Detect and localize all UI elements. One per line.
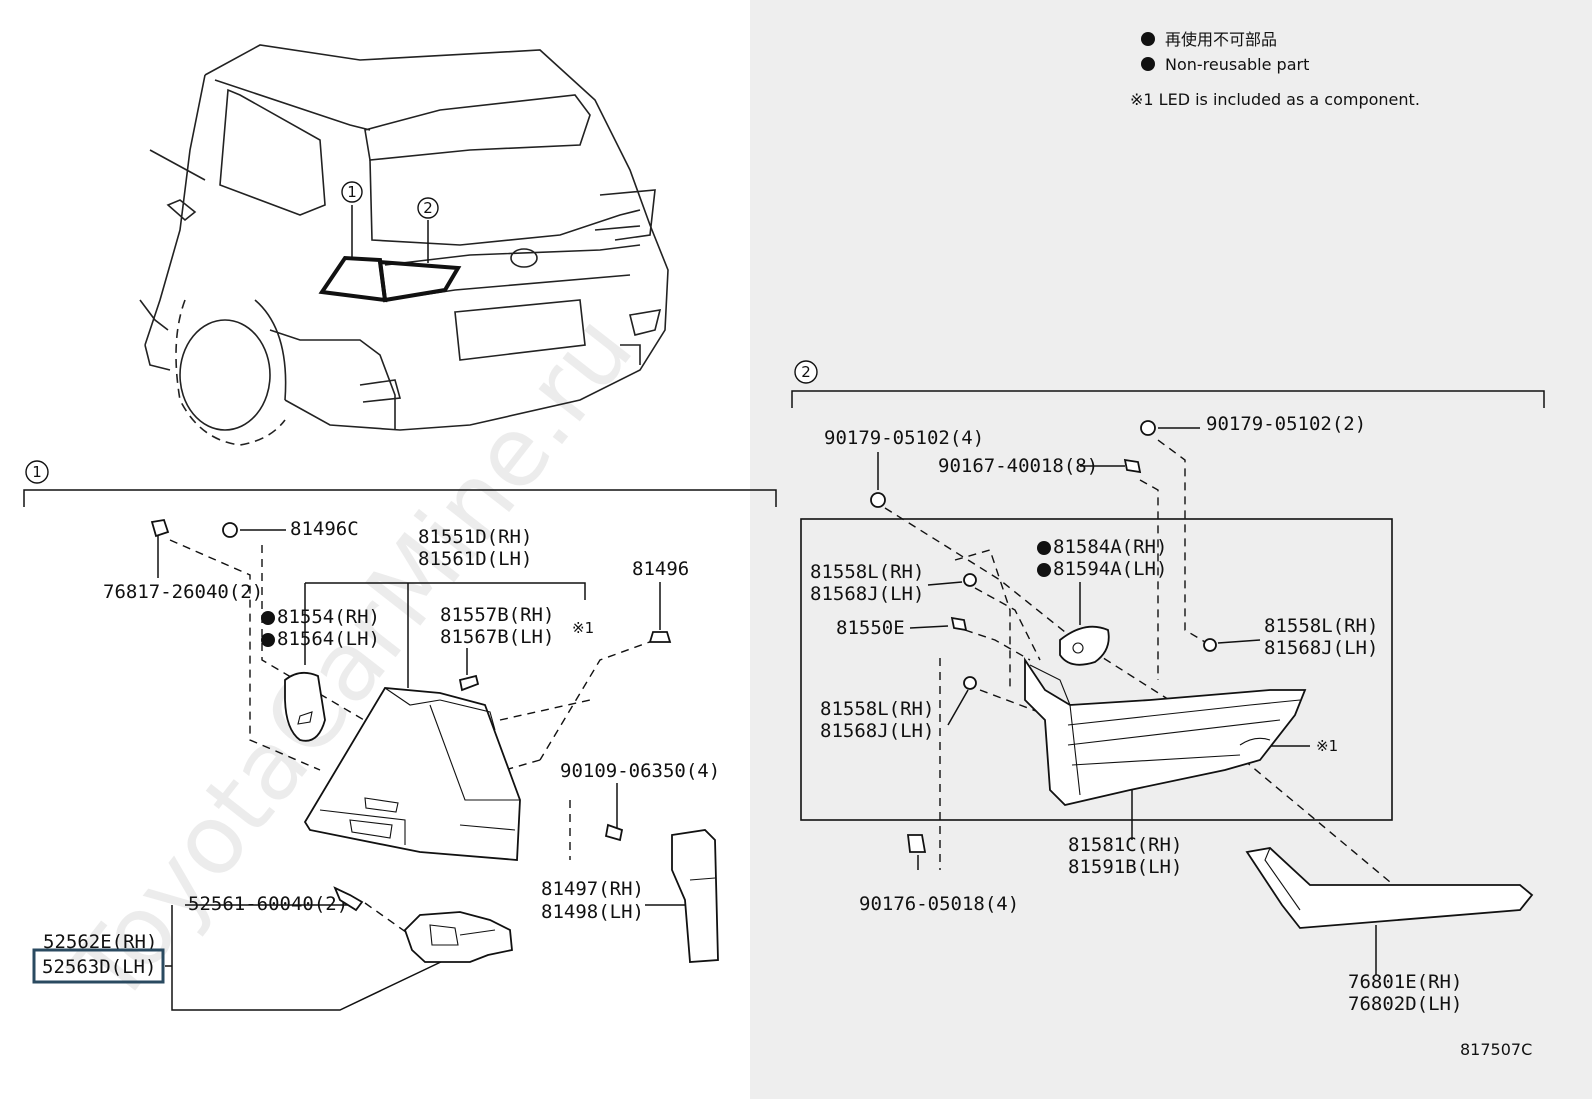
label-81581C: 81581C(RH) <box>1068 834 1182 856</box>
bracket-81557B-icon <box>458 674 480 692</box>
inner-lamp-81581C <box>1024 657 1307 806</box>
rear-combination-lamp-inner <box>377 259 462 303</box>
label-81557B: 81557B(RH) <box>440 604 554 626</box>
label-81551D: 81551D(RH) <box>418 526 532 548</box>
label-76801E: 76801E(RH) <box>1348 971 1462 993</box>
label-81496: 81496 <box>632 558 689 580</box>
section-1-number: 1 <box>32 463 42 481</box>
clip-81496C-icon <box>222 522 238 538</box>
bracket-52562E-icon <box>403 911 513 963</box>
figure-code: 817507C <box>1460 1040 1532 1059</box>
label-90167-40018: 90167-40018(8) <box>938 455 1098 477</box>
vehicle-illustration: 1 2 <box>139 44 669 446</box>
screw-52561-icon <box>333 886 364 912</box>
gasket-81584A-icon <box>1059 625 1110 666</box>
label-81554: 81554(RH) <box>277 606 380 628</box>
label-81568J-b: 81568J(LH) <box>820 720 934 742</box>
non-reusable-dot-icon <box>1141 32 1155 46</box>
label-90176-05018: 90176-05018(4) <box>859 893 1019 915</box>
note-mark-2: ※1 <box>1316 737 1338 755</box>
nut-81496-icon <box>648 631 672 643</box>
label-81558L-c: 81558L(RH) <box>1264 615 1378 637</box>
nut-90179-b-icon <box>1140 420 1156 436</box>
callout-1-car: 1 <box>347 183 357 201</box>
cover-81497-icon <box>671 829 719 963</box>
callout-2-car: 2 <box>423 199 433 217</box>
legend: 再使用不可部品 Non-reusable part ※1 LED is incl… <box>1130 30 1420 109</box>
label-81496C: 81496C <box>290 518 359 540</box>
nut-90179-a-icon <box>870 492 886 508</box>
label-81568J-c: 81568J(LH) <box>1264 637 1378 659</box>
non-reusable-dot-icon <box>261 611 275 625</box>
highlight-box <box>32 948 165 984</box>
label-90179-05102-a: 90179-05102(4) <box>824 427 984 449</box>
section-1-bracket <box>23 489 777 507</box>
label-52562E: 52562E(RH) <box>43 931 157 953</box>
clip-81550E-icon <box>950 616 968 632</box>
legend-note: ※1 LED is included as a component. <box>1130 90 1420 109</box>
label-81594A: 81594A(LH) <box>1053 558 1167 580</box>
note-mark-1: ※1 <box>572 619 594 637</box>
callout-circle-2-car <box>417 197 439 219</box>
non-reusable-dot-icon <box>261 633 275 647</box>
label-76802D: 76802D(LH) <box>1348 993 1462 1015</box>
inner-lamp-assembly-box <box>800 518 1393 821</box>
section-2: 2 90179-05102(4) 90179-05102(2) 90167-40… <box>791 360 1545 1015</box>
label-90179-05102-b: 90179-05102(2) <box>1206 413 1366 435</box>
label-81550E: 81550E <box>836 617 905 639</box>
label-81561D: 81561D(LH) <box>418 548 532 570</box>
label-81498: 81498(LH) <box>541 901 644 923</box>
clip-81558L-a-icon <box>963 573 977 587</box>
label-81591B: 81591B(LH) <box>1068 856 1182 878</box>
callout-circle-1-car <box>341 181 363 203</box>
label-90109-06350: 90109-06350(4) <box>560 760 720 782</box>
section-2-number: 2 <box>801 363 811 381</box>
non-reusable-dot-icon <box>1037 563 1051 577</box>
label-81568J-a: 81568J(LH) <box>810 583 924 605</box>
screw-90109-icon <box>604 823 624 842</box>
label-76817-26040: 76817-26040(2) <box>103 581 263 603</box>
section-2-bracket <box>791 390 1545 408</box>
garnish-76801E-icon <box>1245 847 1534 929</box>
label-81558L-b: 81558L(RH) <box>820 698 934 720</box>
label-52561-60040: 52561-60040(2) <box>188 893 348 915</box>
legend-en: Non-reusable part <box>1165 55 1309 74</box>
clip-81558L-c-icon <box>1203 638 1217 652</box>
rear-combination-lamp-outer <box>318 255 388 303</box>
label-52563D: 52563D(LH) <box>42 956 156 978</box>
non-reusable-dot-icon <box>1141 57 1155 71</box>
gasket-81554-icon <box>284 671 326 742</box>
legend-jp: 再使用不可部品 <box>1165 30 1277 49</box>
label-81558L-a: 81558L(RH) <box>810 561 924 583</box>
nut-90176-icon <box>906 834 927 853</box>
label-81564: 81564(LH) <box>277 628 380 650</box>
section-1: 1 76817-26040(2) 81496C 81551D(RH) 81561… <box>23 460 777 1011</box>
label-81584A: 81584A(RH) <box>1053 536 1167 558</box>
clip-81558L-b-icon <box>963 676 977 690</box>
label-81567B: 81567B(LH) <box>440 626 554 648</box>
section-1-marker <box>25 460 49 484</box>
section-2-marker <box>794 360 818 384</box>
non-reusable-dot-icon <box>1037 541 1051 555</box>
screw-90167-icon <box>1123 458 1142 474</box>
clip-76817-icon <box>150 518 170 538</box>
label-81497: 81497(RH) <box>541 878 644 900</box>
